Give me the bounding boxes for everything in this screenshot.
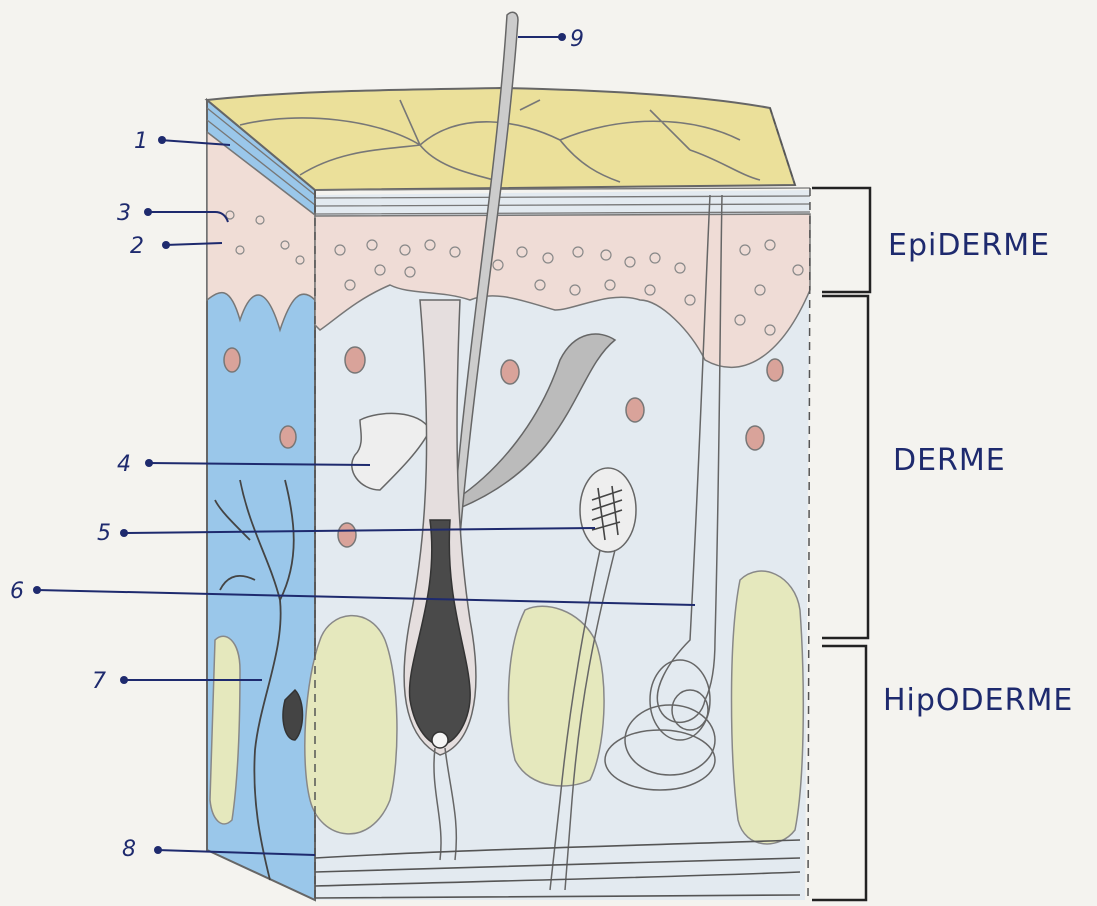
label-2: 2: [130, 234, 144, 259]
label-1: 1: [134, 129, 148, 154]
label-6: 6: [10, 579, 24, 604]
papilla: [432, 732, 448, 748]
label-derme: DERME: [893, 443, 1006, 478]
label-5: 5: [97, 521, 111, 546]
label-hipoderme: HipODERME: [883, 683, 1073, 718]
label-epiderme: EpiDERME: [888, 228, 1050, 263]
label-9: 9: [570, 27, 584, 52]
label-8: 8: [122, 837, 136, 862]
label-7: 7: [92, 669, 106, 694]
skin-block: [207, 12, 810, 900]
layer-brackets: [812, 188, 870, 900]
label-4: 4: [117, 452, 131, 477]
label-3: 3: [117, 201, 131, 226]
